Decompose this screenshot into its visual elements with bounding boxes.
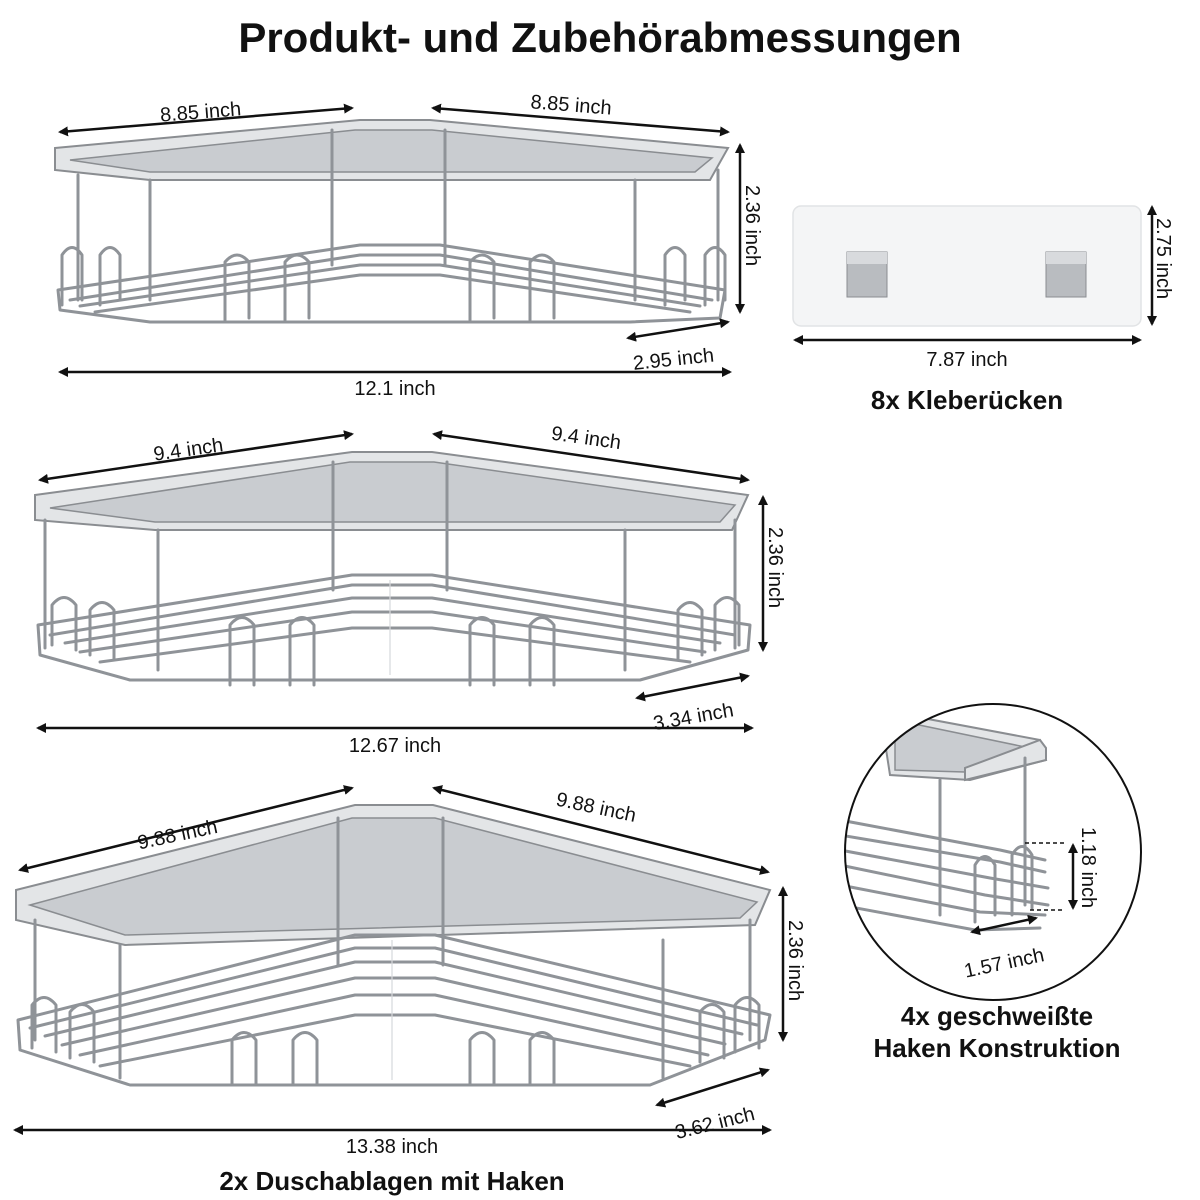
page-title: Produkt- und Zubehörabmessungen [238, 14, 962, 61]
shelf-medium-width: 12.67 inch [349, 735, 441, 757]
hook-detail-caption-line1: 4x geschweißte [901, 1001, 1093, 1031]
shelves-caption: 2x Duschablagen mit Haken [219, 1166, 564, 1196]
hook-detail-height: 1.18 inch [1077, 827, 1099, 908]
shelf-medium [34, 451, 752, 687]
adhesive-width: 7.87 inch [926, 349, 1007, 371]
shelf-small-height: 2.36 inch [741, 185, 763, 266]
shelf-medium-left-edge: 9.4 inch [152, 434, 224, 466]
hook-detail-width: 1.57 inch [962, 944, 1046, 982]
shelf-medium-height: 2.36 inch [764, 527, 786, 608]
shelf-medium-right-edge: 9.4 inch [550, 423, 622, 455]
shelf-small-depth: 2.95 inch [632, 344, 715, 374]
shelf-large-width: 13.38 inch [346, 1136, 438, 1158]
adhesive-height: 2.75 inch [1152, 218, 1174, 299]
shelf-large-depth: 3.62 inch [673, 1103, 757, 1144]
shelf-small [54, 119, 730, 324]
shelf-large-height: 2.36 inch [784, 920, 806, 1001]
adhesive-pad [792, 205, 1142, 327]
adhesive-caption: 8x Kleberücken [871, 385, 1063, 415]
hook-detail [844, 703, 1142, 1001]
hook-detail-caption-line2: Haken Konstruktion [873, 1033, 1120, 1063]
shelf-small-right-edge: 8.85 inch [530, 91, 613, 119]
shelf-medium-depth: 3.34 inch [652, 699, 736, 735]
shelf-small-width: 12.1 inch [354, 378, 435, 400]
shelf-small-left-edge: 8.85 inch [159, 98, 242, 126]
shelf-large [15, 804, 772, 1087]
